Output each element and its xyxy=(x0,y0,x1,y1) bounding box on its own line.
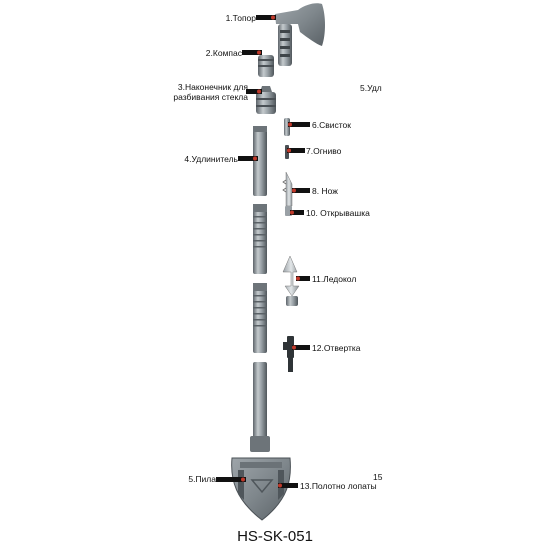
marker-saw xyxy=(216,477,246,482)
label-glass-breaker-2: разбивания стекла xyxy=(173,92,248,102)
marker-extension xyxy=(238,156,258,161)
label-axe: 1.Топор xyxy=(225,13,256,23)
marker-flint xyxy=(287,148,305,153)
ice-pick-icon xyxy=(282,255,300,306)
label-ice-pick: 11.Ледокол xyxy=(312,274,357,284)
label-fifteen: 15 xyxy=(373,472,383,482)
extension-rod-3 xyxy=(253,283,267,353)
label-screwdriver: 12.Отвертка xyxy=(312,343,361,353)
label-opener: 10. Открывашка xyxy=(306,208,370,218)
label-saw: 5.Пила xyxy=(188,474,216,484)
label-extension: 4.Удлинитель xyxy=(184,154,238,164)
label-extension-cut: 5.Удл xyxy=(360,83,382,93)
extension-rod-1 xyxy=(253,126,267,196)
marker-opener xyxy=(290,210,304,215)
label-knife: 8. Нож xyxy=(312,186,338,196)
knife-icon xyxy=(282,171,293,207)
glass-breaker-icon xyxy=(256,86,276,114)
label-whistle: 6.Свисток xyxy=(312,120,351,130)
marker-screwdriver xyxy=(292,345,310,350)
marker-whistle xyxy=(288,122,310,127)
marker-knife xyxy=(292,188,310,193)
model-number: HS-SK-051 xyxy=(237,528,313,545)
label-glass-breaker: 3.Наконечник для xyxy=(177,82,248,92)
shovel-icon xyxy=(231,362,291,521)
marker-shovel-blade xyxy=(278,483,298,488)
leader-dots xyxy=(241,15,300,488)
screwdriver-icon xyxy=(283,336,294,372)
label-compass: 2.Компас xyxy=(205,48,242,58)
marker-compass xyxy=(242,50,262,55)
label-shovel-blade: 13.Полотно лопаты xyxy=(300,481,377,491)
marker-glass-breaker xyxy=(246,89,262,94)
compass-icon xyxy=(258,55,274,77)
marker-ice-pick xyxy=(296,276,310,281)
extension-rod-2 xyxy=(253,204,267,274)
axe-icon xyxy=(275,3,325,66)
label-flint: 7.Огниво xyxy=(306,146,342,156)
marker-axe xyxy=(256,15,276,20)
leader-lines xyxy=(216,15,310,488)
